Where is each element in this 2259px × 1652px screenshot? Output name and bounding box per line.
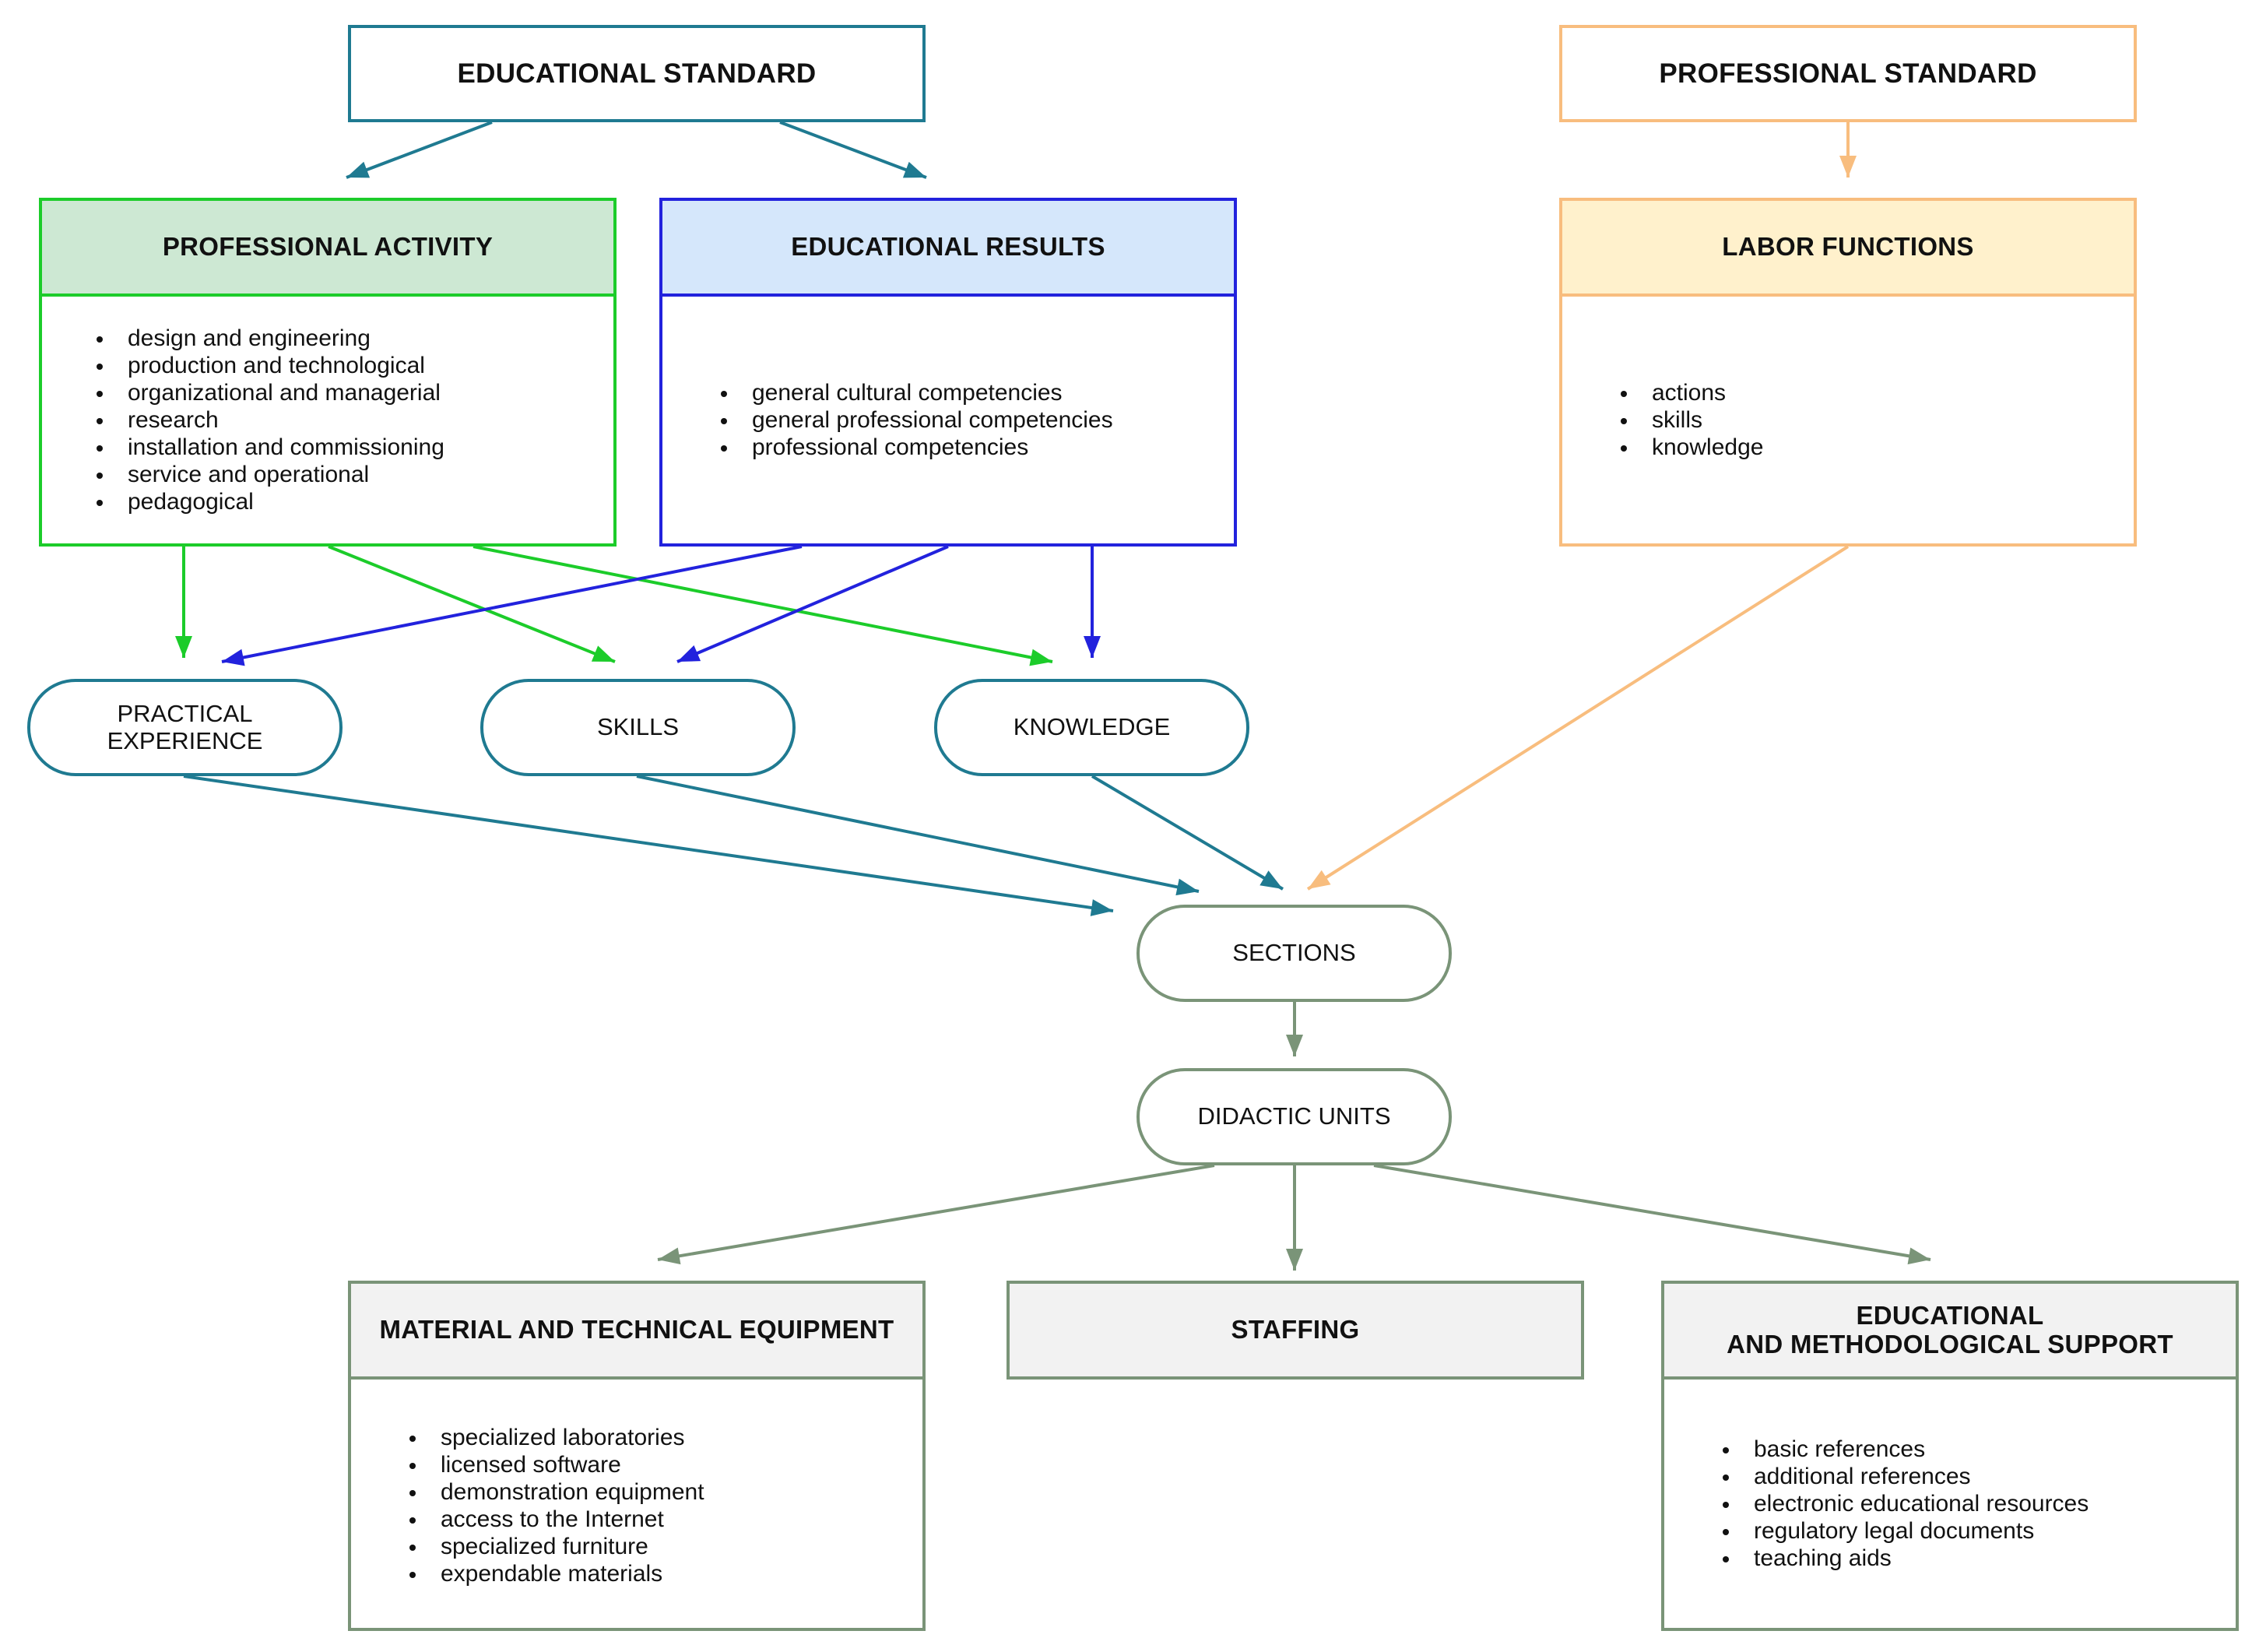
arrow-activity-to-knowledge: [473, 545, 1053, 666]
educational-results-title: EDUCATIONAL RESULTS: [662, 201, 1234, 297]
arrow-didactic-to-staffing: [1286, 1165, 1303, 1271]
staffing-box: STAFFING: [1007, 1281, 1584, 1380]
skills-node: SKILLS: [480, 679, 796, 776]
arrow-practical-to-sections: [183, 775, 1114, 916]
list-item: skills: [1621, 406, 2134, 434]
practical-experience-node: PRACTICAL EXPERIENCE: [27, 679, 343, 776]
list-item: service and operational: [97, 461, 613, 488]
list-item: research: [97, 406, 613, 434]
professional-activity-box: PROFESSIONAL ACTIVITY design and enginee…: [39, 198, 617, 547]
list-item: access to the Internet: [409, 1506, 922, 1533]
arrow-prof-standard-to-labor: [1839, 122, 1857, 178]
list-item: knowledge: [1621, 434, 2134, 461]
didactic-units-node: DIDACTIC UNITS: [1137, 1068, 1452, 1165]
arrow-activity-to-skills: [328, 545, 616, 663]
list-item: teaching aids: [1723, 1545, 2236, 1572]
material-equipment-box: MATERIAL AND TECHNICAL EQUIPMENT special…: [348, 1281, 926, 1631]
sections-node: SECTIONS: [1137, 905, 1452, 1002]
professional-standard-box: PROFESSIONAL STANDARD: [1559, 25, 2137, 122]
educational-results-box: EDUCATIONAL RESULTS general cultural com…: [659, 198, 1237, 547]
list-item: installation and commissioning: [97, 434, 613, 461]
list-item: design and engineering: [97, 325, 613, 352]
list-item: general professional competencies: [721, 406, 1234, 434]
list-item: specialized furniture: [409, 1533, 922, 1560]
arrow-knowledge-to-sections: [1091, 775, 1284, 891]
list-item: production and technological: [97, 352, 613, 379]
arrow-didactic-to-support: [1373, 1164, 1931, 1265]
arrow-sections-to-didactic: [1286, 1002, 1303, 1056]
professional-standard-title: PROFESSIONAL STANDARD: [1659, 58, 2037, 89]
list-item: demonstration equipment: [409, 1478, 922, 1506]
methodological-support-box: EDUCATIONAL AND METHODOLOGICAL SUPPORT b…: [1661, 1281, 2239, 1631]
arrow-activity-to-practical: [175, 547, 192, 658]
arrow-skills-to-sections: [636, 775, 1200, 896]
educational-standard-title: EDUCATIONAL STANDARD: [457, 58, 817, 89]
list-item: pedagogical: [97, 488, 613, 515]
list-item: specialized laboratories: [409, 1424, 922, 1451]
labor-functions-title: LABOR FUNCTIONS: [1562, 201, 2134, 297]
arrow-labor-to-sections: [1306, 545, 1850, 891]
labor-functions-box: LABOR FUNCTIONS actions skills knowledge: [1559, 198, 2137, 547]
arrow-edu-standard-to-results: [779, 121, 927, 179]
professional-activity-list: design and engineering production and te…: [97, 325, 613, 515]
arrow-results-to-knowledge: [1084, 547, 1101, 658]
educational-standard-box: EDUCATIONAL STANDARD: [348, 25, 926, 122]
list-item: additional references: [1723, 1463, 2236, 1490]
material-equipment-title: MATERIAL AND TECHNICAL EQUIPMENT: [351, 1284, 922, 1380]
list-item: licensed software: [409, 1451, 922, 1478]
methodological-support-list: basic references additional references e…: [1723, 1436, 2236, 1572]
knowledge-node: KNOWLEDGE: [934, 679, 1249, 776]
material-equipment-list: specialized laboratories licensed softwa…: [409, 1424, 922, 1587]
list-item: actions: [1621, 379, 2134, 406]
list-item: expendable materials: [409, 1560, 922, 1587]
list-item: professional competencies: [721, 434, 1234, 461]
staffing-title: STAFFING: [1231, 1315, 1360, 1344]
educational-results-list: general cultural competencies general pr…: [721, 379, 1234, 461]
professional-activity-title: PROFESSIONAL ACTIVITY: [42, 201, 613, 297]
list-item: basic references: [1723, 1436, 2236, 1463]
list-item: electronic educational resources: [1723, 1490, 2236, 1517]
arrow-results-to-skills: [676, 545, 949, 663]
arrow-didactic-to-equipment: [657, 1164, 1215, 1265]
list-item: regulatory legal documents: [1723, 1517, 2236, 1545]
list-item: organizational and managerial: [97, 379, 613, 406]
methodological-support-title: EDUCATIONAL AND METHODOLOGICAL SUPPORT: [1664, 1284, 2236, 1380]
labor-functions-list: actions skills knowledge: [1621, 379, 2134, 461]
list-item: general cultural competencies: [721, 379, 1234, 406]
arrow-edu-standard-to-activity: [346, 121, 493, 179]
arrow-results-to-practical: [221, 545, 803, 666]
